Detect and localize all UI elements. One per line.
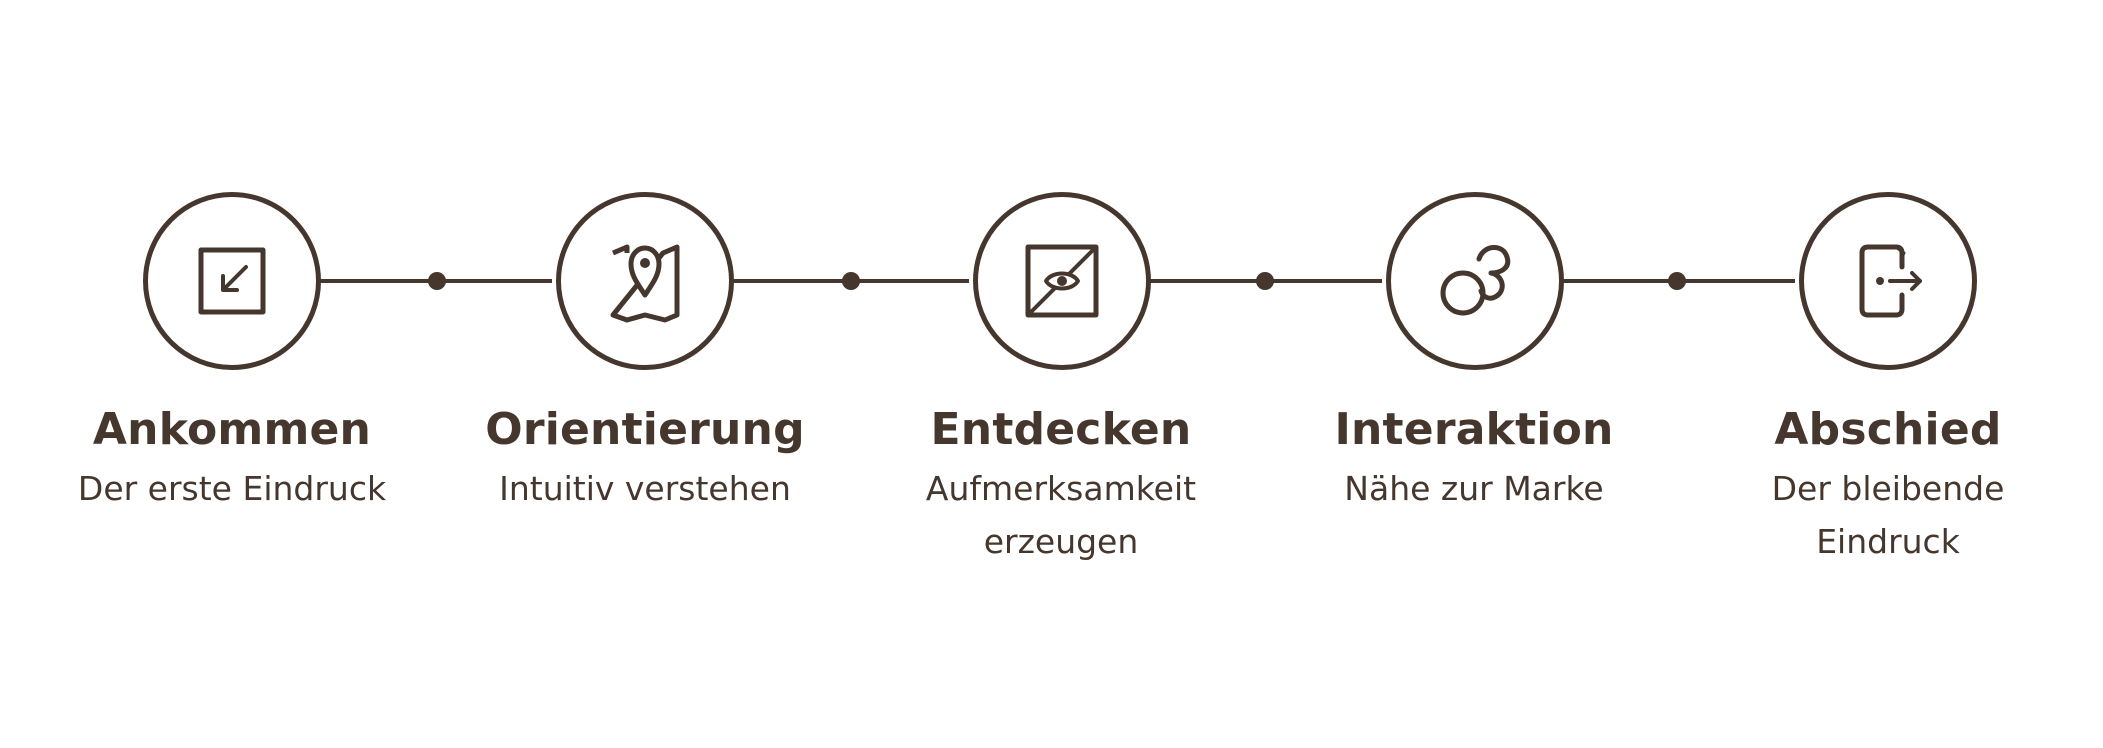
step-title: Entdecken — [930, 404, 1192, 455]
step-circle-ankommen — [143, 192, 321, 370]
connector-dot-2 — [842, 272, 860, 290]
step-subtitle: Der bleibende Eindruck — [1771, 469, 2005, 561]
step-title: Orientierung — [485, 404, 805, 455]
connector-dot-4 — [1668, 272, 1686, 290]
step-circle-interaktion — [1386, 192, 1564, 370]
linked-circles-icon — [1440, 245, 1511, 316]
step-subtitle: Der erste Eindruck — [77, 469, 387, 508]
step-label-interaktion: Interaktion Nähe zur Marke — [1294, 400, 1654, 515]
eye-frame-icon — [1025, 244, 1099, 318]
step-subtitle: Nähe zur Marke — [1344, 469, 1604, 508]
connector-dot-1 — [428, 272, 446, 290]
step-label-orientierung: Orientierung Intuitiv verstehen — [465, 400, 825, 515]
connector-dot-3 — [1256, 272, 1274, 290]
step-label-abschied: Abschied Der bleibende Eindruck — [1708, 400, 2068, 568]
arrow-into-box-icon — [198, 247, 266, 315]
step-circle-entdecken — [973, 192, 1151, 370]
step-circle-orientierung — [556, 192, 734, 370]
step-circle-abschied — [1799, 192, 1977, 370]
step-subtitle: Intuitiv verstehen — [499, 469, 791, 508]
step-title: Ankommen — [92, 404, 372, 455]
step-title: Abschied — [1774, 404, 2002, 455]
exit-door-icon — [1859, 244, 1922, 318]
step-label-entdecken: Entdecken Aufmerksamkeit erzeugen — [881, 400, 1241, 568]
map-pin-icon — [610, 244, 680, 323]
step-title: Interaktion — [1334, 404, 1614, 455]
step-label-ankommen: Ankommen Der erste Eindruck — [52, 400, 412, 515]
step-subtitle: Aufmerksamkeit erzeugen — [925, 469, 1197, 561]
